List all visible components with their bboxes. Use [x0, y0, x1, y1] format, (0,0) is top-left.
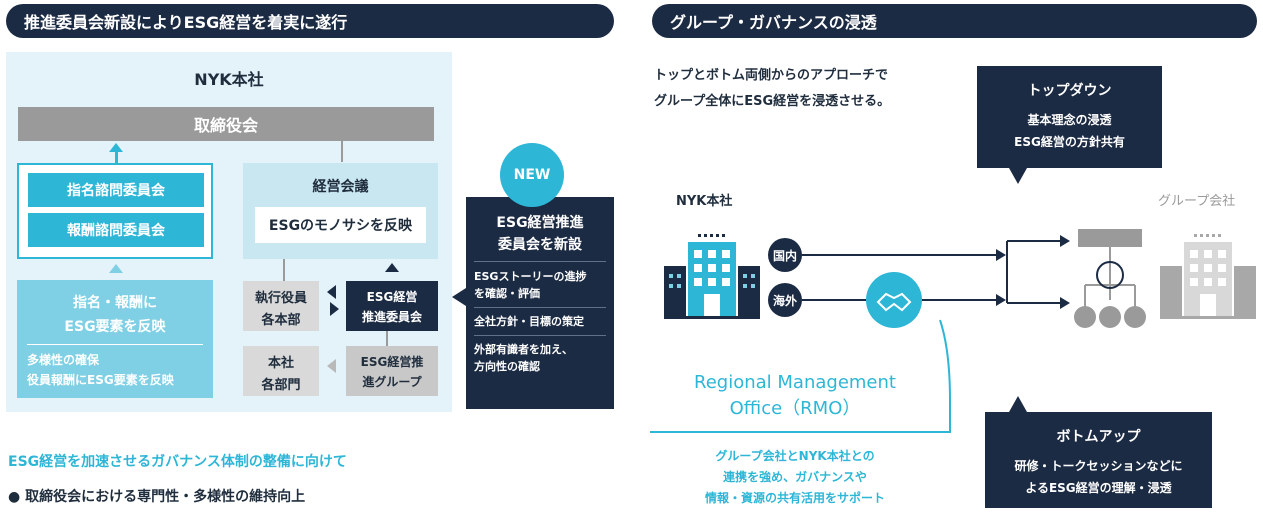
new-item-3-line-1: 外部有識者を加え、 — [474, 343, 573, 356]
executive-officers-box: 執行役員 各本部 — [243, 281, 319, 331]
new-item-1-line-2: を確認・評価 — [474, 287, 540, 300]
new-badge: NEW — [500, 143, 564, 207]
rmo-callout-line — [650, 319, 951, 433]
domestic-badge: 国内 — [768, 238, 802, 272]
bottomup-box: ボトムアップ 研修・トークセッションなどに よるESG経営の理解・浸透 — [985, 412, 1212, 508]
rmo-title-line-2: Office（RMO） — [729, 398, 861, 419]
rmo-title-line-1: Regional Management — [694, 372, 896, 393]
left-footer-title: ESG経営を加速させるガバナンス体制の整備に向けて — [8, 454, 347, 470]
overseas-badge: 海外 — [768, 283, 802, 317]
hq-departments-line-2: 各部門 — [261, 377, 301, 393]
management-meeting-box: 経営会議 ESGのモノサシを反映 — [243, 163, 438, 259]
rmo-description: グループ会社とNYK本社との 連携を強め、ガバナンスや 情報・資源の共有活用をサ… — [660, 446, 930, 509]
diversity-line-2: 役員報酬にESG要素を反映 — [27, 373, 174, 387]
left-footer-bullet: ● 取締役会における専門性・多様性の維持向上 — [8, 489, 306, 505]
left-arrow-icon — [327, 285, 336, 299]
new-box-divider-1 — [474, 261, 606, 262]
hq-building-icon — [664, 234, 760, 319]
rmo-desc-line-1: グループ会社とNYK本社との — [715, 449, 875, 463]
new-item-1: ESGストーリーの進捗 を確認・評価 — [466, 268, 614, 302]
topdown-line-1: 基本理念の浸透 — [1027, 112, 1112, 127]
new-item-3-line-2: 方向性の確認 — [474, 360, 540, 373]
new-item-3: 外部有識者を加え、 方向性の確認 — [466, 341, 614, 375]
esg-monosashi-box: ESGのモノサシを反映 — [255, 207, 426, 243]
esg-committee-line-1: ESG経営 — [366, 289, 418, 304]
bottomup-line-2: よるESG経営の理解・浸透 — [1025, 480, 1172, 495]
topdown-line-2: ESG経営の方針共有 — [1014, 134, 1125, 149]
up-arrow-line — [115, 150, 118, 164]
connection-lines — [802, 249, 1006, 306]
management-meeting-label: 経営会議 — [312, 179, 369, 195]
left-header-text: 推進委員会新設によりESG経営を着実に遂行 — [24, 13, 348, 32]
compensation-committee: 報酬諮問委員会 — [28, 213, 204, 247]
right-section-header: グループ・ガバナンスの浸透 — [652, 4, 1257, 38]
hq-title: NYK本社 — [194, 70, 264, 89]
diversity-line-1: 多様性の確保 — [27, 353, 100, 367]
intro-line-1: トップとボトム両側からのアプローチで — [654, 68, 889, 83]
esg-group-line-2: 進グループ — [362, 374, 422, 389]
topdown-box: トップダウン 基本理念の浸透 ESG経営の方針共有 — [977, 66, 1162, 168]
esg-committee-line-2: 推進委員会 — [361, 309, 422, 324]
group-company-building-icon — [1160, 234, 1256, 319]
meeting-exec-connector — [283, 259, 285, 281]
right-arrow-icon — [330, 302, 339, 316]
rmo-desc-line-2: 連携を強め、ガバナンスや — [723, 470, 867, 484]
reflect-line-2: ESG要素を反映 — [64, 319, 166, 335]
group-structure-diagram — [1006, 229, 1146, 328]
new-item-1-line-1: ESGストーリーの進捗 — [474, 270, 587, 283]
rmo-desc-line-3: 情報・資源の共有活用をサポート — [704, 491, 885, 505]
topdown-pointer — [1009, 168, 1027, 184]
esg-group-line-1: ESG経営推 — [360, 354, 424, 369]
topdown-title: トップダウン — [1027, 83, 1112, 99]
bottomup-line-1: 研修・トークセッションなどに — [1014, 458, 1183, 473]
new-committee-box: ESG経営推進 委員会を新設 ESGストーリーの進捗 を確認・評価 全社方針・目… — [466, 197, 614, 409]
board-meeting-connector — [341, 141, 343, 162]
nyk-hq-label: NYK本社 — [676, 194, 733, 209]
intro-text: トップとボトム両側からのアプローチで グループ全体にESG経営を浸透させる。 — [654, 63, 890, 115]
executive-officers-line-2: 各本部 — [261, 312, 301, 328]
reflect-line-1: 指名・報酬に — [73, 295, 157, 311]
esg-group-box: ESG経営推 進グループ — [346, 346, 438, 396]
dept-left-arrow-icon — [327, 359, 336, 373]
new-box-title-1: ESG経営推進 — [496, 215, 584, 231]
executive-officers-line-1: 執行役員 — [254, 290, 307, 306]
left-section-header: 推進委員会新設によりESG経営を着実に遂行 — [6, 4, 614, 38]
reflect-box: 指名・報酬に ESG要素を反映 多様性の確保 役員報酬にESG要素を反映 — [17, 280, 213, 398]
committee-up-arrow-icon — [385, 263, 399, 272]
handshake-icon — [876, 292, 912, 312]
group-company-label: グループ会社 — [1158, 194, 1236, 209]
new-box-pointer — [452, 288, 466, 306]
bottomup-pointer — [1009, 396, 1027, 412]
new-box-divider-3 — [474, 335, 606, 336]
bottomup-title: ボトムアップ — [1056, 429, 1141, 445]
rmo-handshake-badge — [866, 272, 922, 328]
new-box-title-2: 委員会を新設 — [498, 237, 582, 253]
up-arrow-icon — [109, 143, 123, 152]
intro-line-2: グループ全体にESG経営を浸透させる。 — [654, 94, 891, 109]
rmo-title: Regional Management Office（RMO） — [660, 370, 930, 422]
committee-group-connector — [386, 331, 388, 346]
reflect-arrow-icon — [109, 264, 123, 273]
new-item-2: 全社方針・目標の策定 — [474, 315, 584, 328]
reflect-divider — [27, 344, 203, 345]
nomination-committee: 指名諮問委員会 — [28, 173, 204, 207]
hq-departments-box: 本社 各部門 — [243, 346, 319, 396]
hq-departments-line-1: 本社 — [267, 355, 294, 371]
new-box-divider-2 — [474, 307, 606, 308]
esg-committee-box: ESG経営 推進委員会 — [346, 281, 438, 331]
board-box: 取締役会 — [18, 107, 434, 141]
right-header-text: グループ・ガバナンスの浸透 — [670, 13, 877, 32]
